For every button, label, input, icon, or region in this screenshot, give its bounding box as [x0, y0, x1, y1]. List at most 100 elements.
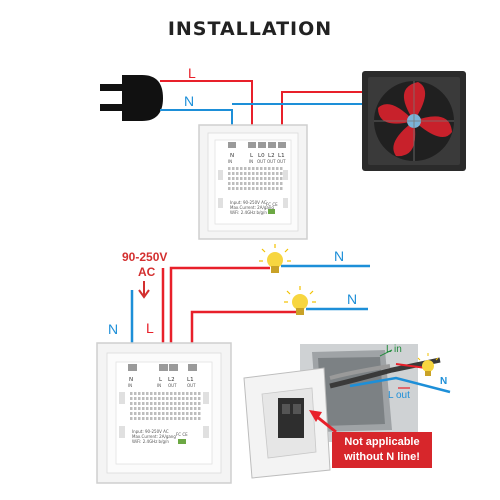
vent-slot [134, 407, 137, 410]
vent-slot [142, 397, 145, 400]
vent-slot [142, 417, 145, 420]
vent-slot [236, 167, 239, 170]
vent-slot [256, 182, 259, 185]
vent-slot [260, 182, 263, 185]
vent-slot [280, 187, 283, 190]
bottom-neutral-label: N [108, 321, 118, 337]
vent-slot [154, 392, 157, 395]
vent-slot [146, 397, 149, 400]
vent-slot [276, 177, 279, 180]
bottom-term-sub: OUT [187, 383, 196, 388]
vent-slot [154, 402, 157, 405]
vent-slot [186, 397, 189, 400]
vent-slot [240, 172, 243, 175]
page-title: INSTALLATION [167, 18, 333, 40]
vent-slot [146, 392, 149, 395]
vent-slot [252, 187, 255, 190]
vent-slot [280, 172, 283, 175]
vent-slot [276, 172, 279, 175]
vent-slot [170, 412, 173, 415]
vent-slot [130, 392, 133, 395]
top-plate-text: Input: 90-250V AC [230, 200, 267, 205]
vent-slot [154, 412, 157, 415]
vent-slot [150, 417, 153, 420]
vent-slot [166, 412, 169, 415]
vent-slot [158, 392, 161, 395]
vent-slot [272, 167, 275, 170]
top-term-sub: OUT [277, 159, 286, 164]
vent-slot [194, 407, 197, 410]
vent-slot [150, 407, 153, 410]
bottom-plate-text: WiFi: 2.4GHz b/g/n [132, 439, 169, 444]
top-plate-text: Max.Current: 2A/gang [230, 205, 274, 210]
vent-slot [158, 407, 161, 410]
top-term-l1: L1 [278, 153, 285, 159]
vent-slot [272, 182, 275, 185]
warning-line: Not applicable [344, 436, 420, 448]
bottom-term-l: L [159, 377, 163, 383]
vent-slot [190, 397, 193, 400]
vent-slot [150, 412, 153, 415]
bottom-plate-text: Input: 90-250V AC [132, 429, 169, 434]
vent-slot [260, 177, 263, 180]
vent-slot [134, 402, 137, 405]
vent-slot [264, 177, 267, 180]
vent-slot [228, 172, 231, 175]
bottom-live-label: L [146, 320, 154, 336]
vent-slot [130, 397, 133, 400]
vent-slot [244, 172, 247, 175]
vent-slot [166, 397, 169, 400]
vent-slot [158, 397, 161, 400]
top-fc-mark: FC CE [266, 202, 278, 207]
vent-slot [134, 392, 137, 395]
vent-slot [244, 187, 247, 190]
vent-slot [264, 187, 267, 190]
lamp1-neutral-label: N [334, 248, 344, 264]
vent-slot [228, 182, 231, 185]
vent-slot [268, 177, 271, 180]
vent-slot [190, 402, 193, 405]
vent-slot [186, 407, 189, 410]
vent-slot [240, 167, 243, 170]
l-in-label: L in [386, 344, 402, 355]
vent-slot [182, 407, 185, 410]
vent-slot [146, 417, 149, 420]
vent-slot [276, 187, 279, 190]
vent-slot [268, 182, 271, 185]
vent-slot [182, 402, 185, 405]
top-switch-module: N L L0 L2 L1 IN IN OUT OUT OUT Input: 90… [198, 124, 308, 240]
bottom-fc-mark: FC CE [176, 432, 188, 437]
vent-slot [130, 402, 133, 405]
vent-slot [236, 172, 239, 175]
vent-slot [232, 167, 235, 170]
vent-slot [146, 407, 149, 410]
vent-slot [194, 392, 197, 395]
vent-slot [260, 167, 263, 170]
vent-slot [280, 177, 283, 180]
vent-slot [256, 167, 259, 170]
vent-slot [166, 407, 169, 410]
vent-slot [272, 172, 275, 175]
vent-slot [162, 402, 165, 405]
vent-slot [130, 407, 133, 410]
vent-slot [166, 417, 169, 420]
top-term-sub: OUT [267, 159, 276, 164]
vent-slot [268, 167, 271, 170]
vent-slot [158, 417, 161, 420]
vent-slot [170, 407, 173, 410]
vent-slot [158, 412, 161, 415]
vent-slot [244, 182, 247, 185]
top-vent-grid [228, 167, 283, 190]
vent-slot [248, 187, 251, 190]
bottom-plate-text: Max.Current: 2A/gang [132, 434, 176, 439]
vent-slot [252, 167, 255, 170]
bottom-term-sub: IN [128, 383, 132, 388]
warning-badge: Not applicable without N line! [332, 432, 432, 468]
vent-slot [138, 392, 141, 395]
vent-slot [174, 417, 177, 420]
bottom-l2-wire [169, 266, 270, 372]
vent-slot [228, 187, 231, 190]
vent-slot [252, 182, 255, 185]
vent-slot [236, 177, 239, 180]
vent-slot [256, 177, 259, 180]
